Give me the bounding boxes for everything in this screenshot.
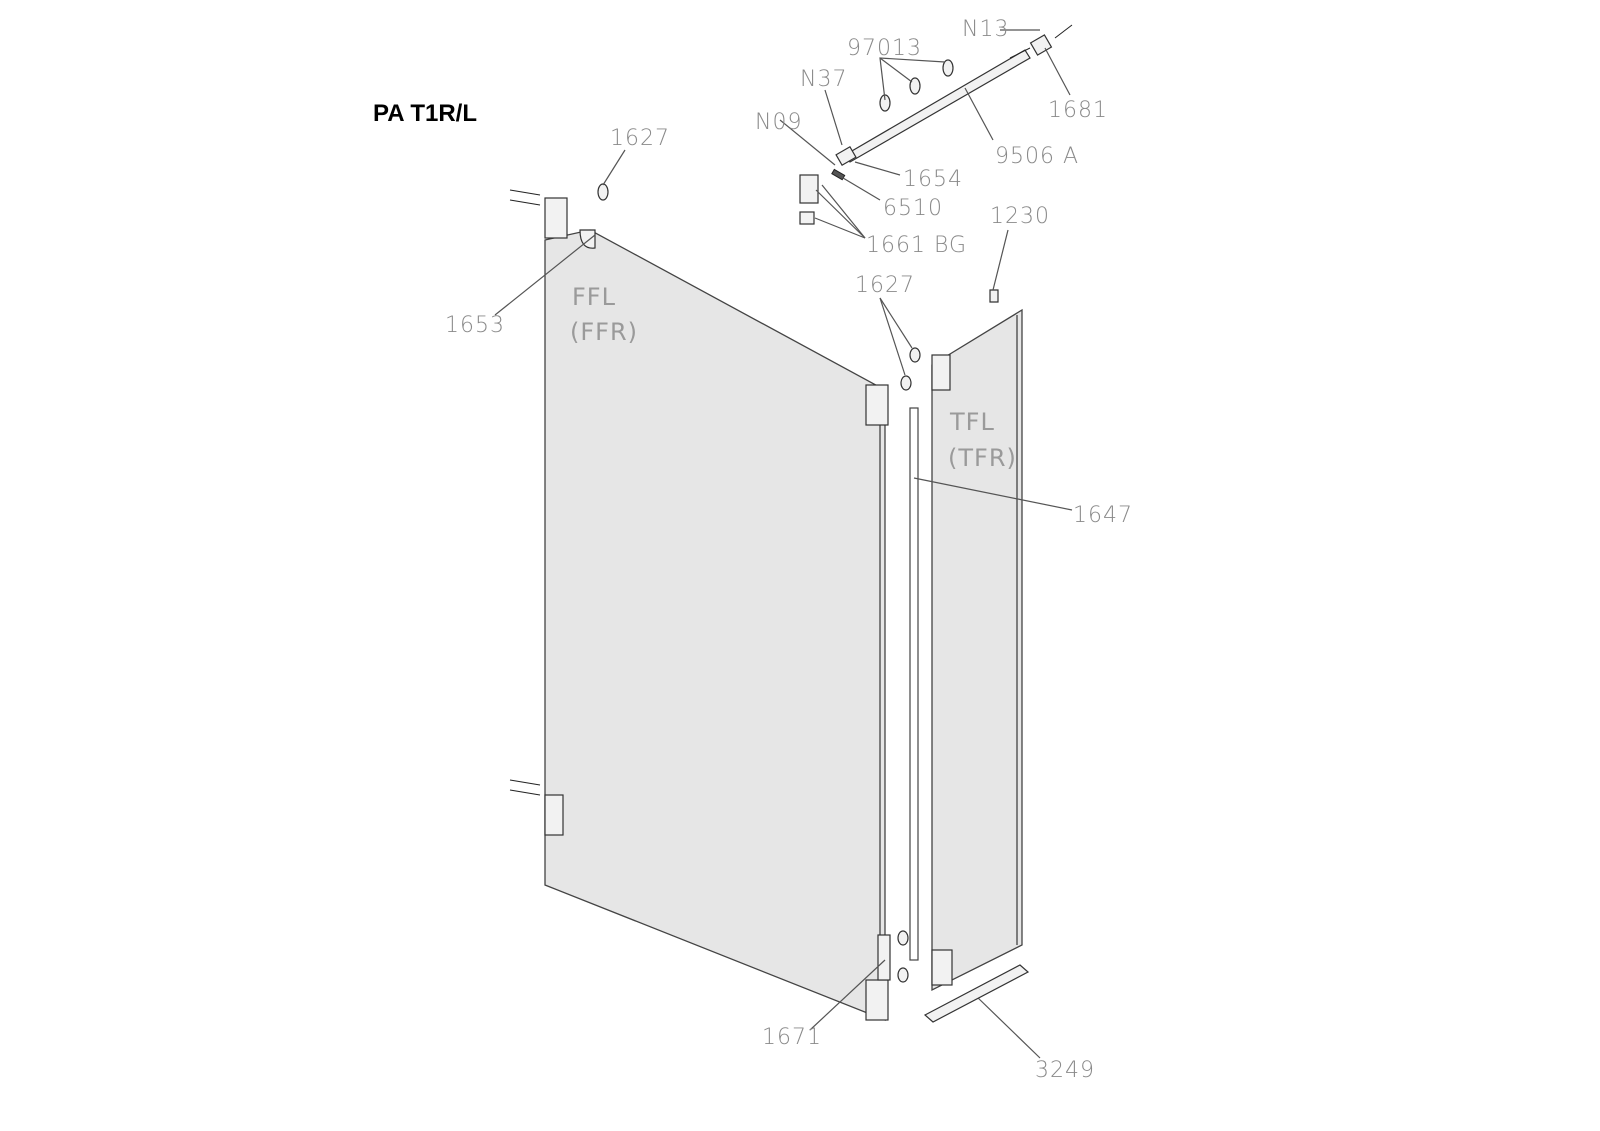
part-label-N09: N09 — [755, 110, 802, 135]
part-label-1681: 1681 — [1048, 98, 1108, 123]
part-label-1647: 1647 — [1073, 503, 1133, 528]
diagram-title: PA T1R/L — [373, 100, 477, 127]
part-label-1627-mid: 1627 — [855, 273, 915, 298]
part-label-3249: 3249 — [1035, 1058, 1095, 1083]
top-rod-assembly — [799, 24, 1073, 225]
part-label-1230: 1230 — [990, 204, 1050, 229]
tail-panel — [931, 308, 1023, 992]
part-label-N37: N37 — [800, 67, 847, 92]
front-panel — [544, 229, 886, 1021]
part-label-9506A: 9506 A — [995, 144, 1079, 169]
front-panel-label: FFL — [572, 283, 616, 311]
part-label-1627-top: 1627 — [610, 126, 670, 151]
front-panel-label-alt: (FFR) — [570, 318, 638, 346]
part-label-N13: N13 — [962, 17, 1009, 42]
part-label-1653: 1653 — [445, 313, 505, 338]
leader-lines — [494, 29, 1073, 1059]
part-label-1654: 1654 — [903, 167, 963, 192]
part-label-1661BG: 1661 BG — [866, 233, 967, 258]
tail-panel-label: TFL — [949, 408, 995, 436]
part-label-1671: 1671 — [762, 1025, 822, 1050]
hinge-brackets — [509, 183, 999, 1021]
part-label-97013: 97013 — [847, 36, 922, 61]
bottom-track — [923, 964, 1030, 1023]
tail-panel-label-alt: (TFR) — [948, 444, 1017, 472]
seal-strip — [909, 407, 919, 961]
part-label-6510: 6510 — [883, 196, 943, 221]
